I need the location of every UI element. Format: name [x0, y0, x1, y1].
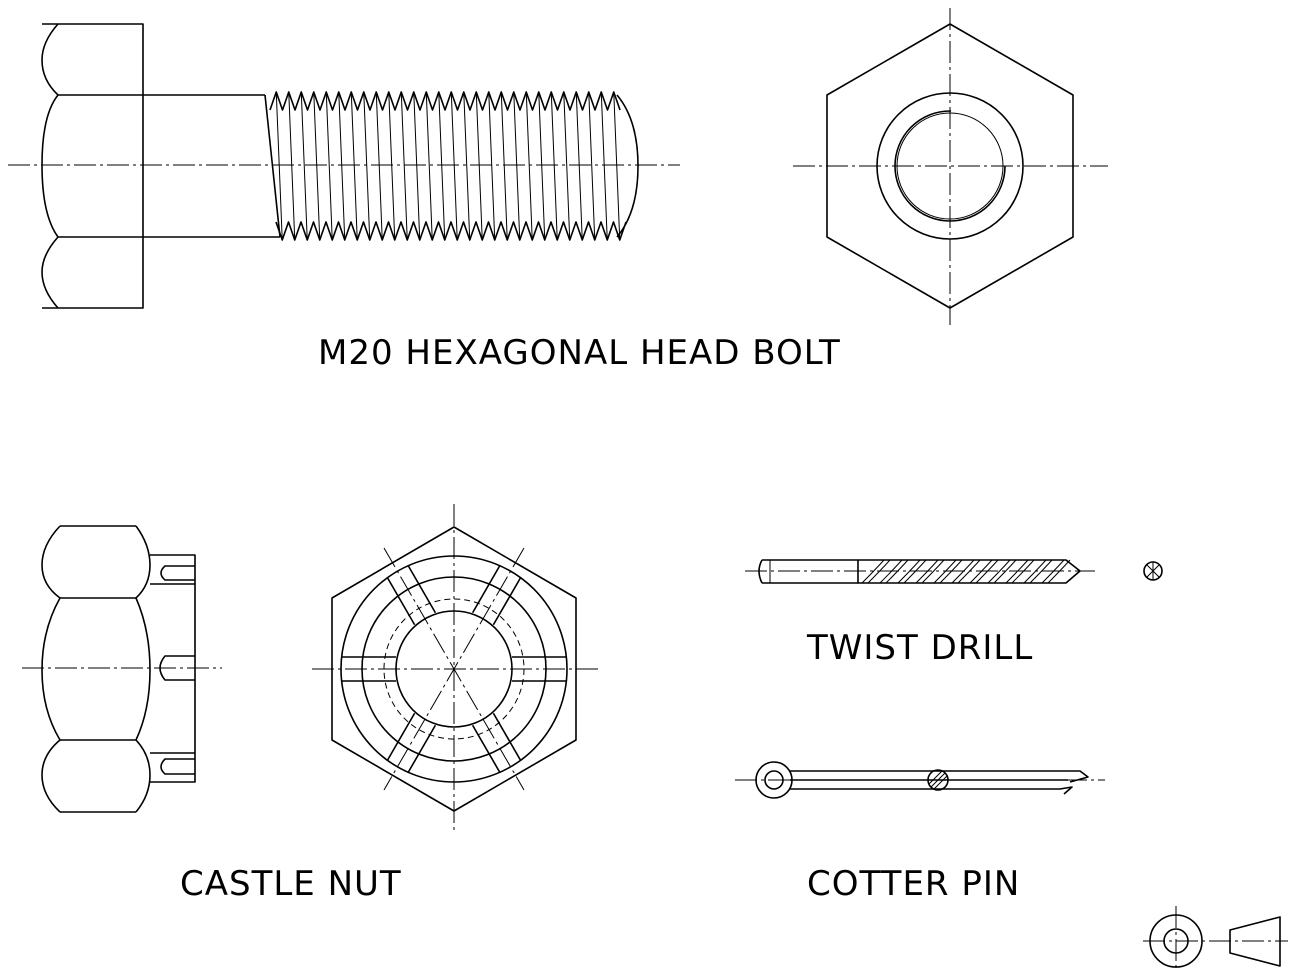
bolt-title: M20 HEXAGONAL HEAD BOLT — [318, 333, 841, 373]
bolt-end-view — [793, 8, 1108, 325]
projection-symbol — [1143, 906, 1288, 970]
castle-nut-top-view — [312, 504, 598, 834]
twist-drill-title: TWIST DRILL — [807, 628, 1034, 668]
cotter-pin-drawing — [735, 761, 1105, 799]
cotter-pin-title: COTTER PIN — [807, 864, 1021, 904]
castle-nut-title: CASTLE NUT — [180, 864, 402, 904]
twist-drill-drawing — [745, 559, 1163, 584]
castle-nut-side-view — [22, 525, 222, 813]
bolt-side-view — [8, 23, 680, 309]
